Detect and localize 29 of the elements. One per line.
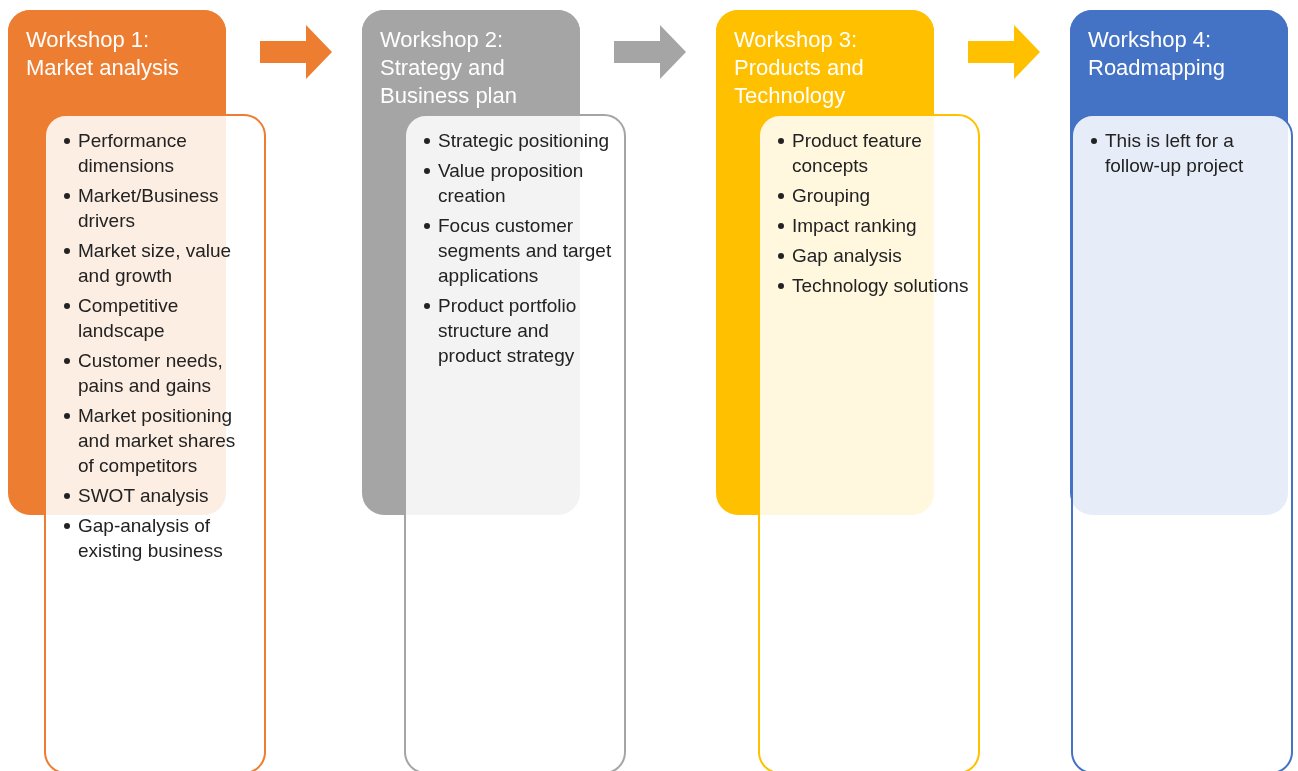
workshop-title: Workshop 1: Market analysis bbox=[26, 26, 180, 82]
topic-list-card bbox=[1071, 114, 1293, 771]
bullet-item: Competitive landscape bbox=[78, 294, 180, 343]
topic-list-card bbox=[404, 114, 626, 771]
bullet-item: SWOT analysis bbox=[78, 484, 210, 508]
bullet-item: Strategic positioning bbox=[438, 129, 611, 153]
workshop-title: Workshop 3: Products and Technology bbox=[734, 26, 865, 110]
block-arrow bbox=[260, 25, 332, 79]
bullet-item: Market/Business drivers bbox=[78, 184, 220, 233]
workshop-title: Workshop 4: Roadmapping bbox=[1088, 26, 1226, 82]
bullet-item: Market positioning and market shares of competitors bbox=[78, 404, 237, 478]
bullet-item: Performance dimensions bbox=[78, 129, 188, 178]
bullet-item: Gap-analysis of existing business bbox=[78, 514, 224, 563]
bullet-item: Customer needs, pains and gains bbox=[78, 349, 224, 398]
block-arrow bbox=[614, 25, 686, 79]
bullet-item: Product portfolio structure and product strategy bbox=[438, 294, 578, 368]
topic-list-card bbox=[758, 114, 980, 771]
bullet-item: Focus customer segments and target applications bbox=[438, 214, 613, 288]
bullet-item: This is left for a follow-up project bbox=[1105, 129, 1245, 178]
block-arrow bbox=[968, 25, 1040, 79]
bullet-item: Grouping bbox=[792, 184, 872, 208]
bullet-item: Value proposition creation bbox=[438, 159, 585, 208]
bullet-item: Technology solutions bbox=[792, 274, 970, 298]
bullet-item: Market size, value and growth bbox=[78, 239, 233, 288]
workshop-title: Workshop 2: Strategy and Business plan bbox=[380, 26, 518, 110]
bullet-item: Gap analysis bbox=[792, 244, 903, 268]
topic-list-card bbox=[44, 114, 266, 771]
bullet-item: Impact ranking bbox=[792, 214, 918, 238]
bullet-item: Product feature concepts bbox=[792, 129, 923, 178]
